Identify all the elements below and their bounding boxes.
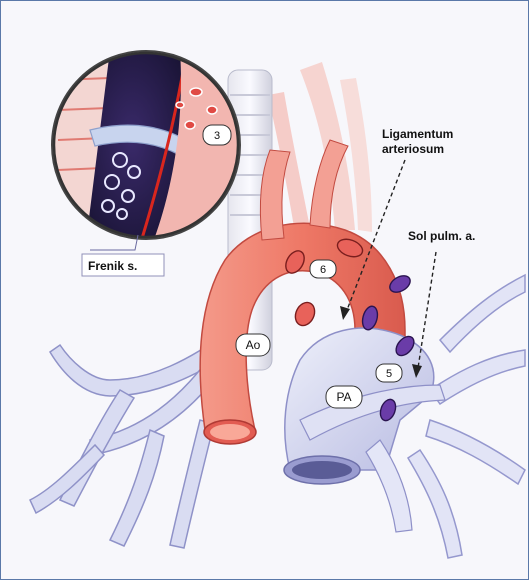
ao-label: Ao — [246, 338, 261, 352]
badge-3-text: 3 — [214, 130, 220, 142]
badge-5: 5 — [376, 364, 402, 382]
badge-ao: Ao — [236, 334, 270, 356]
badge-6: 6 — [310, 260, 336, 278]
sol-pulm-label: Sol pulm. a. — [408, 229, 475, 243]
frenik-label: Frenik s. — [88, 259, 137, 273]
ligamentum-label-line2: arteriosum — [382, 142, 444, 156]
ligamentum-label-line1: Ligamentum — [382, 127, 453, 141]
pulmonary-artery — [284, 328, 445, 532]
badge-5-text: 5 — [386, 368, 392, 380]
magnified-inset — [50, 50, 250, 250]
badge-3: 3 — [203, 125, 231, 145]
pa-label: PA — [336, 390, 351, 404]
badge-pa: PA — [326, 386, 362, 408]
badge-6-text: 6 — [320, 264, 326, 276]
